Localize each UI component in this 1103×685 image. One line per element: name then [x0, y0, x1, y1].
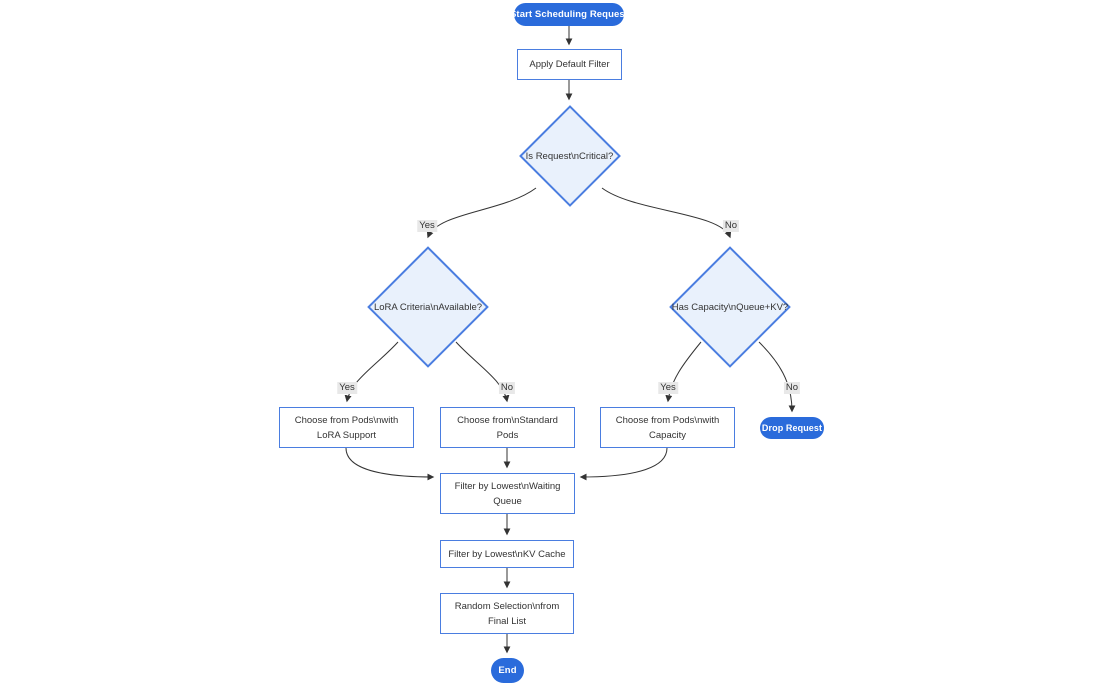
node-random-selection: Random Selection\nfrom Final List: [440, 593, 574, 634]
edge-lora-yes: [344, 341, 399, 403]
edge-capacitypods-to-filter: [579, 447, 668, 481]
node-start: Start Scheduling Request: [510, 3, 628, 26]
node-end: End: [491, 658, 524, 683]
node-choose-pods-lora: Choose from Pods\nwith LoRA Support: [279, 407, 414, 448]
node-apply-default-filter: Apply Default Filter: [517, 49, 622, 80]
edge-lora-no: [455, 341, 510, 403]
node-choose-standard-pods: Choose from\nStandard Pods: [440, 407, 575, 448]
node-choose-pods-capacity: Choose from Pods\nwith Capacity: [600, 407, 735, 448]
edge-label-critical-yes: Yes: [417, 220, 437, 232]
edge-label-lora-no: No: [498, 382, 516, 394]
edge-capacity-yes: [665, 341, 702, 403]
node-has-capacity-queue-kv: Has Capacity\nQueue+KV?: [669, 245, 791, 369]
node-filter-waiting-queue: Filter by Lowest\nWaiting Queue: [440, 473, 575, 514]
edge-critical-no: [601, 187, 732, 239]
edge-capacity-no: [758, 341, 796, 413]
node-drop-request: Drop Request: [760, 417, 824, 439]
edge-label-lora-yes: Yes: [337, 382, 357, 394]
edge-label-capacity-no: No: [783, 382, 801, 394]
node-is-request-critical: Is Request\nCritical?: [518, 104, 621, 208]
node-lora-criteria-available: LoRA Criteria\nAvailable?: [367, 245, 489, 369]
edge-podslora-to-filter: [345, 447, 435, 481]
edge-label-capacity-yes: Yes: [658, 382, 678, 394]
node-filter-kv-cache: Filter by Lowest\nKV Cache: [440, 540, 574, 568]
edge-label-critical-no: No: [722, 220, 740, 232]
